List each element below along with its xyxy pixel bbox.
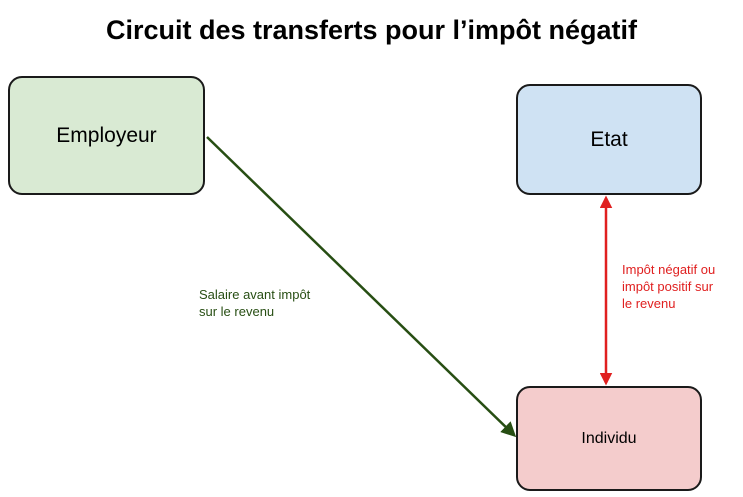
tax-flow-label: Impôt négatif ou impôt positif sur le re… (622, 261, 743, 312)
state-node: Etat (516, 84, 702, 195)
salary-label-line: sur le revenu (199, 304, 275, 319)
employer-node: Employeur (8, 76, 205, 195)
salary-flow-label: Salaire avant impôt sur le revenu (199, 286, 359, 320)
salary-flow-arrow (206, 136, 517, 438)
diagram-title: Circuit des transferts pour l’impôt néga… (105, 15, 638, 45)
individual-label: Individu (581, 429, 637, 447)
tax-label-line: impôt positif sur (622, 279, 714, 294)
state-label: Etat (590, 127, 628, 151)
tax-label-line: le revenu (622, 296, 676, 311)
tax-label-line: Impôt négatif ou (622, 262, 716, 277)
employer-label: Employeur (56, 123, 157, 147)
individual-node: Individu (516, 386, 702, 491)
salary-label-line: Salaire avant impôt (199, 287, 311, 302)
